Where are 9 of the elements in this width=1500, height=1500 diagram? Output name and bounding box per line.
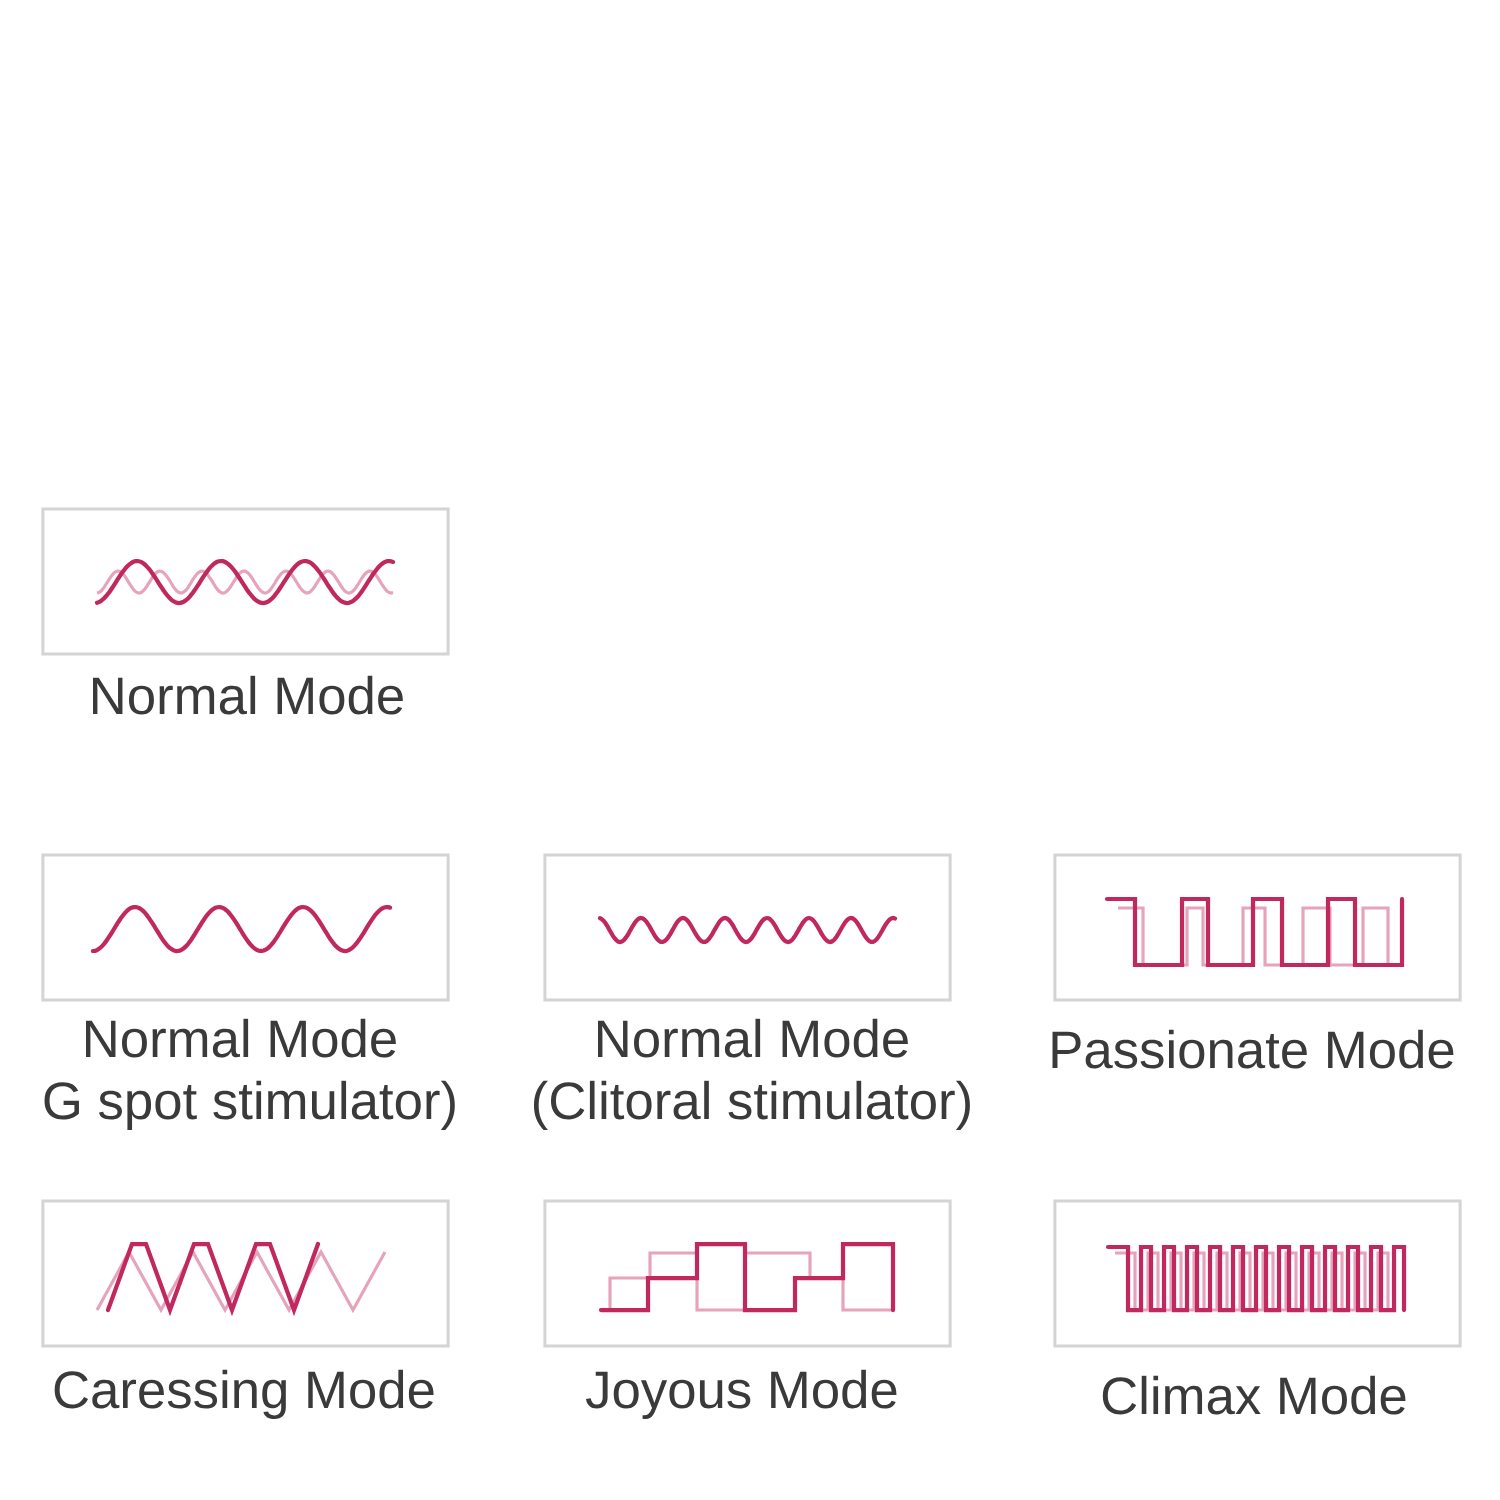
mode-label: G spot stimulator) xyxy=(44,1080,455,1130)
mode-label: Passionate Mode xyxy=(1052,1029,1454,1069)
mode-label: Normal Mode xyxy=(93,675,403,715)
mode-label: Climax Mode xyxy=(1102,1375,1406,1415)
mode-label: Caressing Mode xyxy=(54,1369,434,1419)
mode-label: Normal Mode xyxy=(598,1018,908,1058)
mode-label: Normal Mode xyxy=(86,1018,396,1058)
mode-label: (Clitoral stimulator) xyxy=(533,1080,970,1130)
mode-label: Joyous Mode xyxy=(585,1369,897,1419)
